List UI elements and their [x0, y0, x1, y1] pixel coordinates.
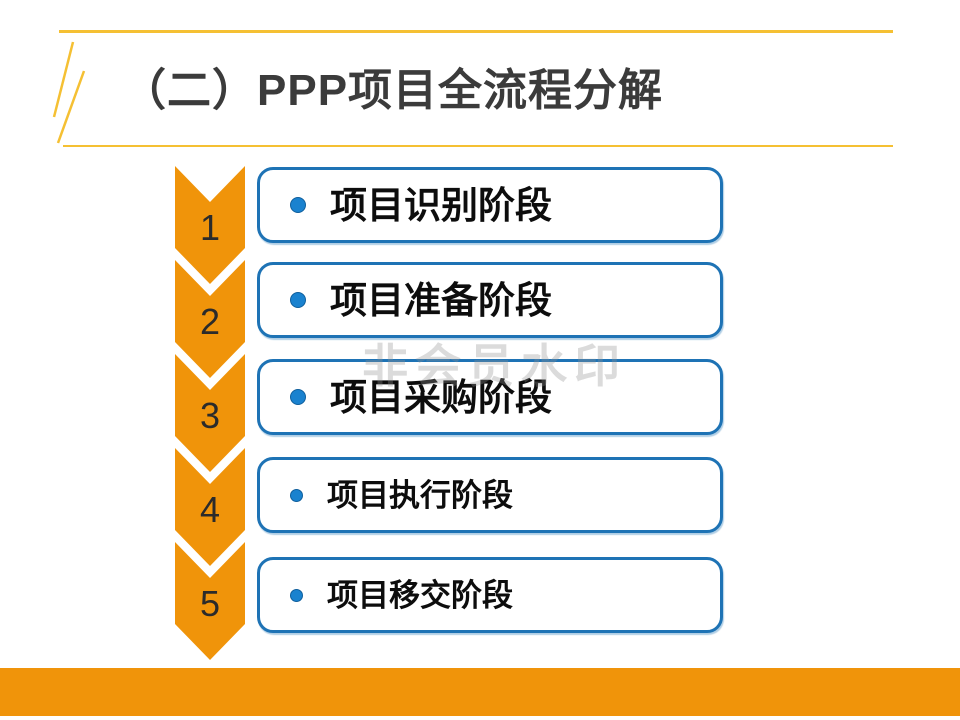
stage-box-4: 项目执行阶段 — [257, 457, 723, 533]
stage-box-5: 项目移交阶段 — [257, 557, 723, 633]
stage-label: 项目采购阶段 — [330, 376, 552, 418]
stage-label: 项目移交阶段 — [327, 577, 513, 613]
chevron-step-1: 1 — [175, 166, 245, 284]
step-number: 3 — [199, 395, 221, 436]
step-number: 1 — [199, 207, 221, 248]
bullet-icon — [290, 588, 303, 602]
stage-label: 项目执行阶段 — [327, 477, 513, 513]
step-number: 4 — [199, 489, 221, 530]
bullet-icon — [290, 488, 303, 502]
footer-bar — [0, 668, 960, 716]
title-slash-decoration — [52, 41, 86, 144]
page-title: （二）PPP项目全流程分解 — [122, 66, 664, 115]
stage-label: 项目准备阶段 — [330, 279, 552, 321]
step-number: 5 — [199, 583, 221, 624]
stage-box-1: 项目识别阶段 — [257, 167, 723, 243]
bullet-icon — [290, 292, 306, 308]
stage-box-2: 项目准备阶段 — [257, 262, 723, 338]
bullet-icon — [290, 389, 306, 405]
bullet-icon — [290, 197, 306, 213]
title-bottom-rule — [63, 145, 893, 147]
step-number: 2 — [199, 301, 221, 342]
stage-box-3: 项目采购阶段 — [257, 359, 723, 435]
stage-label: 项目识别阶段 — [330, 184, 552, 226]
title-top-rule — [59, 30, 893, 33]
